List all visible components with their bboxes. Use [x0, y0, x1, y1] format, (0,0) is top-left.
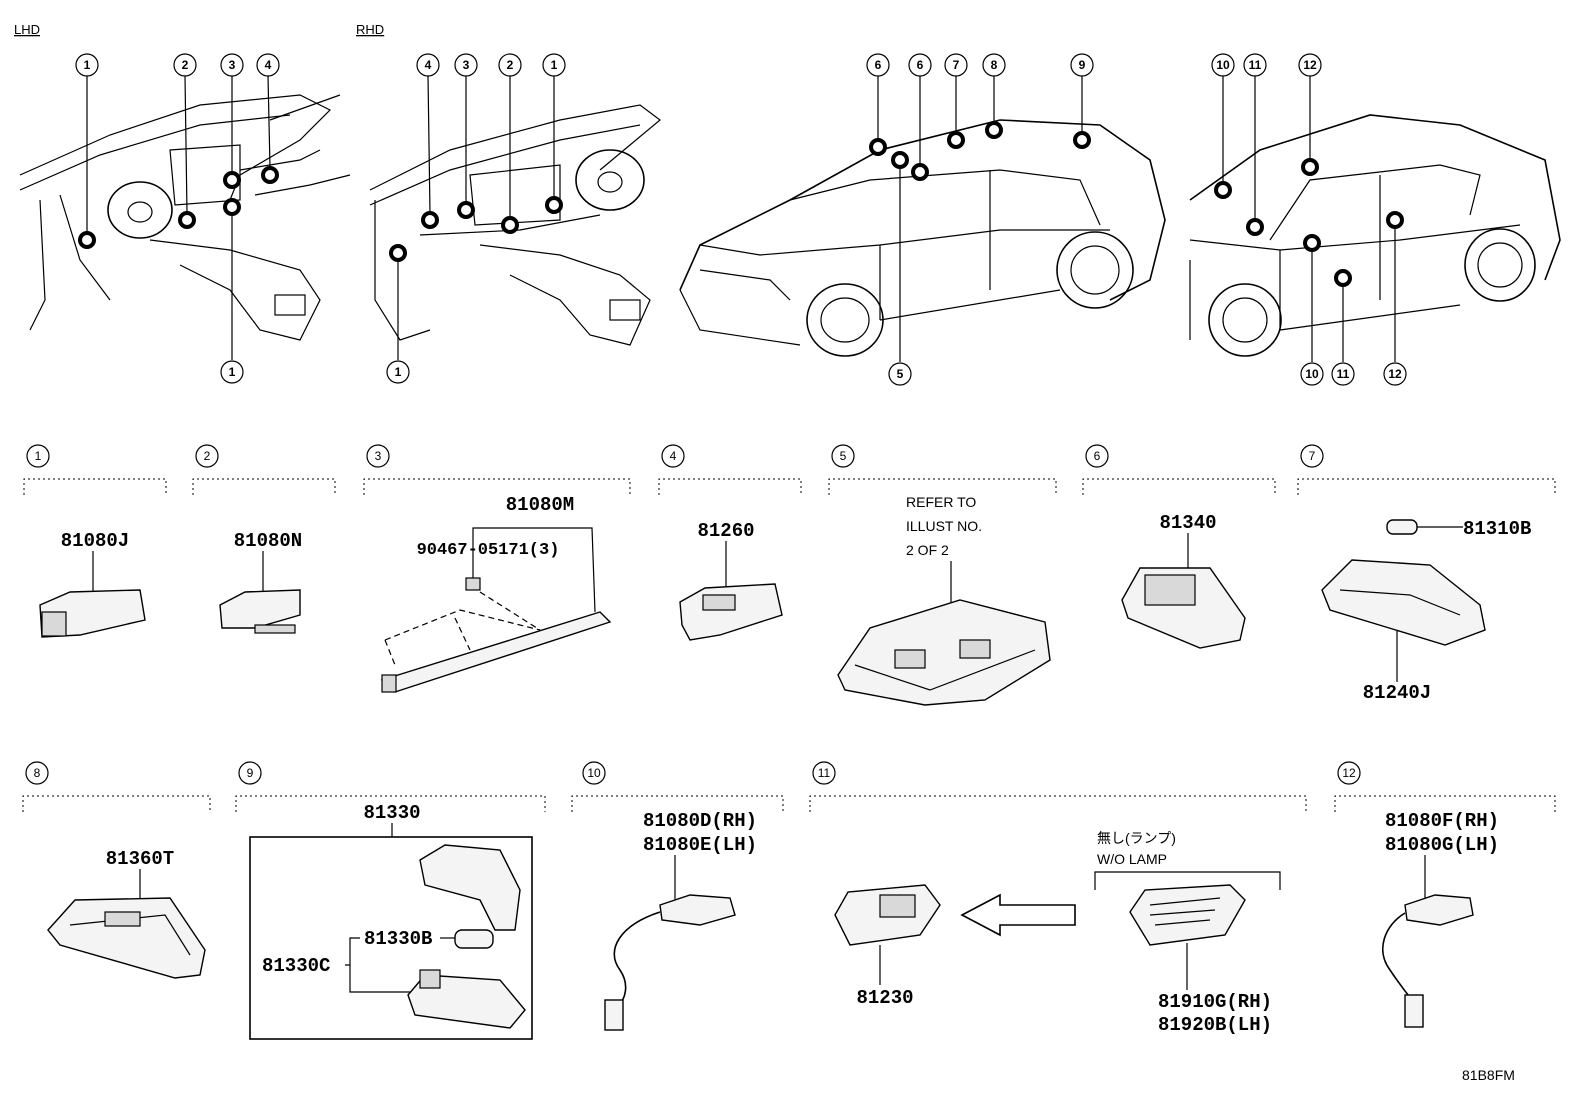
- part-81080G-LH: 81080G(LH): [1385, 834, 1499, 856]
- part-81330B: 81330B: [364, 928, 432, 950]
- row1-section-headers: 1 2 3 4 5 6 7: [23, 444, 1556, 495]
- lhd-label: LHD: [14, 22, 40, 37]
- part-81330: 81330: [363, 802, 420, 824]
- part-81080E-LH: 81080E(LH): [643, 834, 757, 856]
- section-7-number: 7: [1309, 449, 1316, 463]
- illustration-code: 81B8FM: [1462, 1067, 1515, 1083]
- replacement-arrow: [960, 893, 1076, 937]
- callout-1: 1: [84, 58, 91, 72]
- section-4-number: 4: [670, 449, 677, 463]
- rhd-label: RHD: [356, 22, 384, 37]
- callout-3: 3: [229, 58, 236, 72]
- section-11-number: 11: [818, 766, 831, 780]
- part-81360T: 81360T: [106, 848, 174, 870]
- note-wo-lamp: W/O LAMP: [1097, 851, 1167, 867]
- part-81340: 81340: [1159, 512, 1216, 534]
- part-81080N: 81080N: [234, 530, 302, 552]
- section-12-number: 12: [1342, 766, 1356, 780]
- section-6-part: 81340: [1121, 512, 1246, 649]
- section-9-parts: 81330 81330B 81330C: [249, 802, 533, 1040]
- callout-5: 5: [897, 367, 904, 381]
- callout-9: 9: [1079, 58, 1086, 72]
- top-callouts: 1 2 3 4 1 4 3 2 1 1 6 6 7 8 9 5 10: [75, 53, 1407, 386]
- rhd-dashboard-illustration: [369, 104, 661, 346]
- part-81260: 81260: [697, 520, 754, 542]
- section-5-number: 5: [840, 449, 847, 463]
- sedan-door-view-illustration: [1189, 114, 1561, 357]
- part-81080F-RH: 81080F(RH): [1385, 810, 1499, 832]
- row2-section-headers: 8 9 10 11 12: [22, 761, 1556, 812]
- part-81080D-RH: 81080D(RH): [643, 810, 757, 832]
- callout-1-rhd: 1: [551, 58, 558, 72]
- section-8-part: 81360T: [47, 848, 206, 979]
- section-3-parts: 81080M 90467-05171(3): [380, 494, 612, 693]
- section-4-part: 81260: [679, 520, 783, 641]
- section-8-number: 8: [34, 766, 41, 780]
- section-10-part: 81080D(RH) 81080E(LH): [604, 810, 757, 1031]
- callout-4: 4: [265, 58, 272, 72]
- callout-12-lower: 12: [1388, 367, 1402, 381]
- section-1-part: 81080J: [39, 530, 146, 638]
- section-10-number: 10: [587, 766, 601, 780]
- section-5-note: REFER TO ILLUST NO. 2 OF 2: [837, 494, 1051, 706]
- section-2-number: 2: [204, 449, 211, 463]
- section-11-parts: 81230 無し(ランプ) W/O LAMP 81910G(RH) 81920B…: [834, 830, 1281, 1036]
- part-81080M: 81080M: [506, 494, 574, 516]
- note-refer-to: REFER TO: [906, 494, 976, 510]
- callout-10-lower: 10: [1305, 367, 1319, 381]
- part-81240J: 81240J: [1363, 682, 1431, 704]
- callout-2-rhd: 2: [507, 58, 514, 72]
- section-9-number: 9: [247, 766, 254, 780]
- section-6-number: 6: [1094, 449, 1101, 463]
- callout-1-lower: 1: [229, 365, 236, 379]
- callout-6-b: 6: [917, 58, 924, 72]
- callout-1-rhd-lower: 1: [395, 365, 402, 379]
- part-81230: 81230: [856, 987, 913, 1009]
- part-81310B: 81310B: [1463, 518, 1531, 540]
- callout-3-rhd: 3: [463, 58, 470, 72]
- callout-2: 2: [182, 58, 189, 72]
- note-jp-no-lamp: 無し(ランプ): [1097, 830, 1176, 846]
- section-3-number: 3: [375, 449, 382, 463]
- part-90467-05171: 90467-05171(3): [417, 541, 560, 560]
- part-81080J: 81080J: [61, 530, 129, 552]
- part-81910G-RH: 81910G(RH): [1158, 991, 1272, 1013]
- callout-11-lower: 11: [1337, 367, 1350, 381]
- callout-10-upper: 10: [1216, 58, 1230, 72]
- section-2-part: 81080N: [219, 530, 302, 634]
- callout-11-upper: 11: [1249, 58, 1262, 72]
- section-1-number: 1: [35, 449, 42, 463]
- callout-8: 8: [991, 58, 998, 72]
- note-illust-no: ILLUST NO.: [906, 518, 982, 534]
- note-2-of-2: 2 OF 2: [906, 542, 949, 558]
- callout-4-rhd: 4: [425, 58, 432, 72]
- sedan-front-view-illustration: [679, 119, 1166, 357]
- lhd-dashboard-illustration: [19, 94, 351, 341]
- section-7-parts: 81310B 81240J: [1321, 518, 1531, 704]
- section-12-part: 81080F(RH) 81080G(LH): [1381, 810, 1499, 1028]
- part-81330C: 81330C: [262, 955, 330, 977]
- part-81920B-LH: 81920B(LH): [1158, 1014, 1272, 1036]
- callout-7: 7: [953, 58, 960, 72]
- callout-6-a: 6: [875, 58, 882, 72]
- callout-12-upper: 12: [1303, 58, 1317, 72]
